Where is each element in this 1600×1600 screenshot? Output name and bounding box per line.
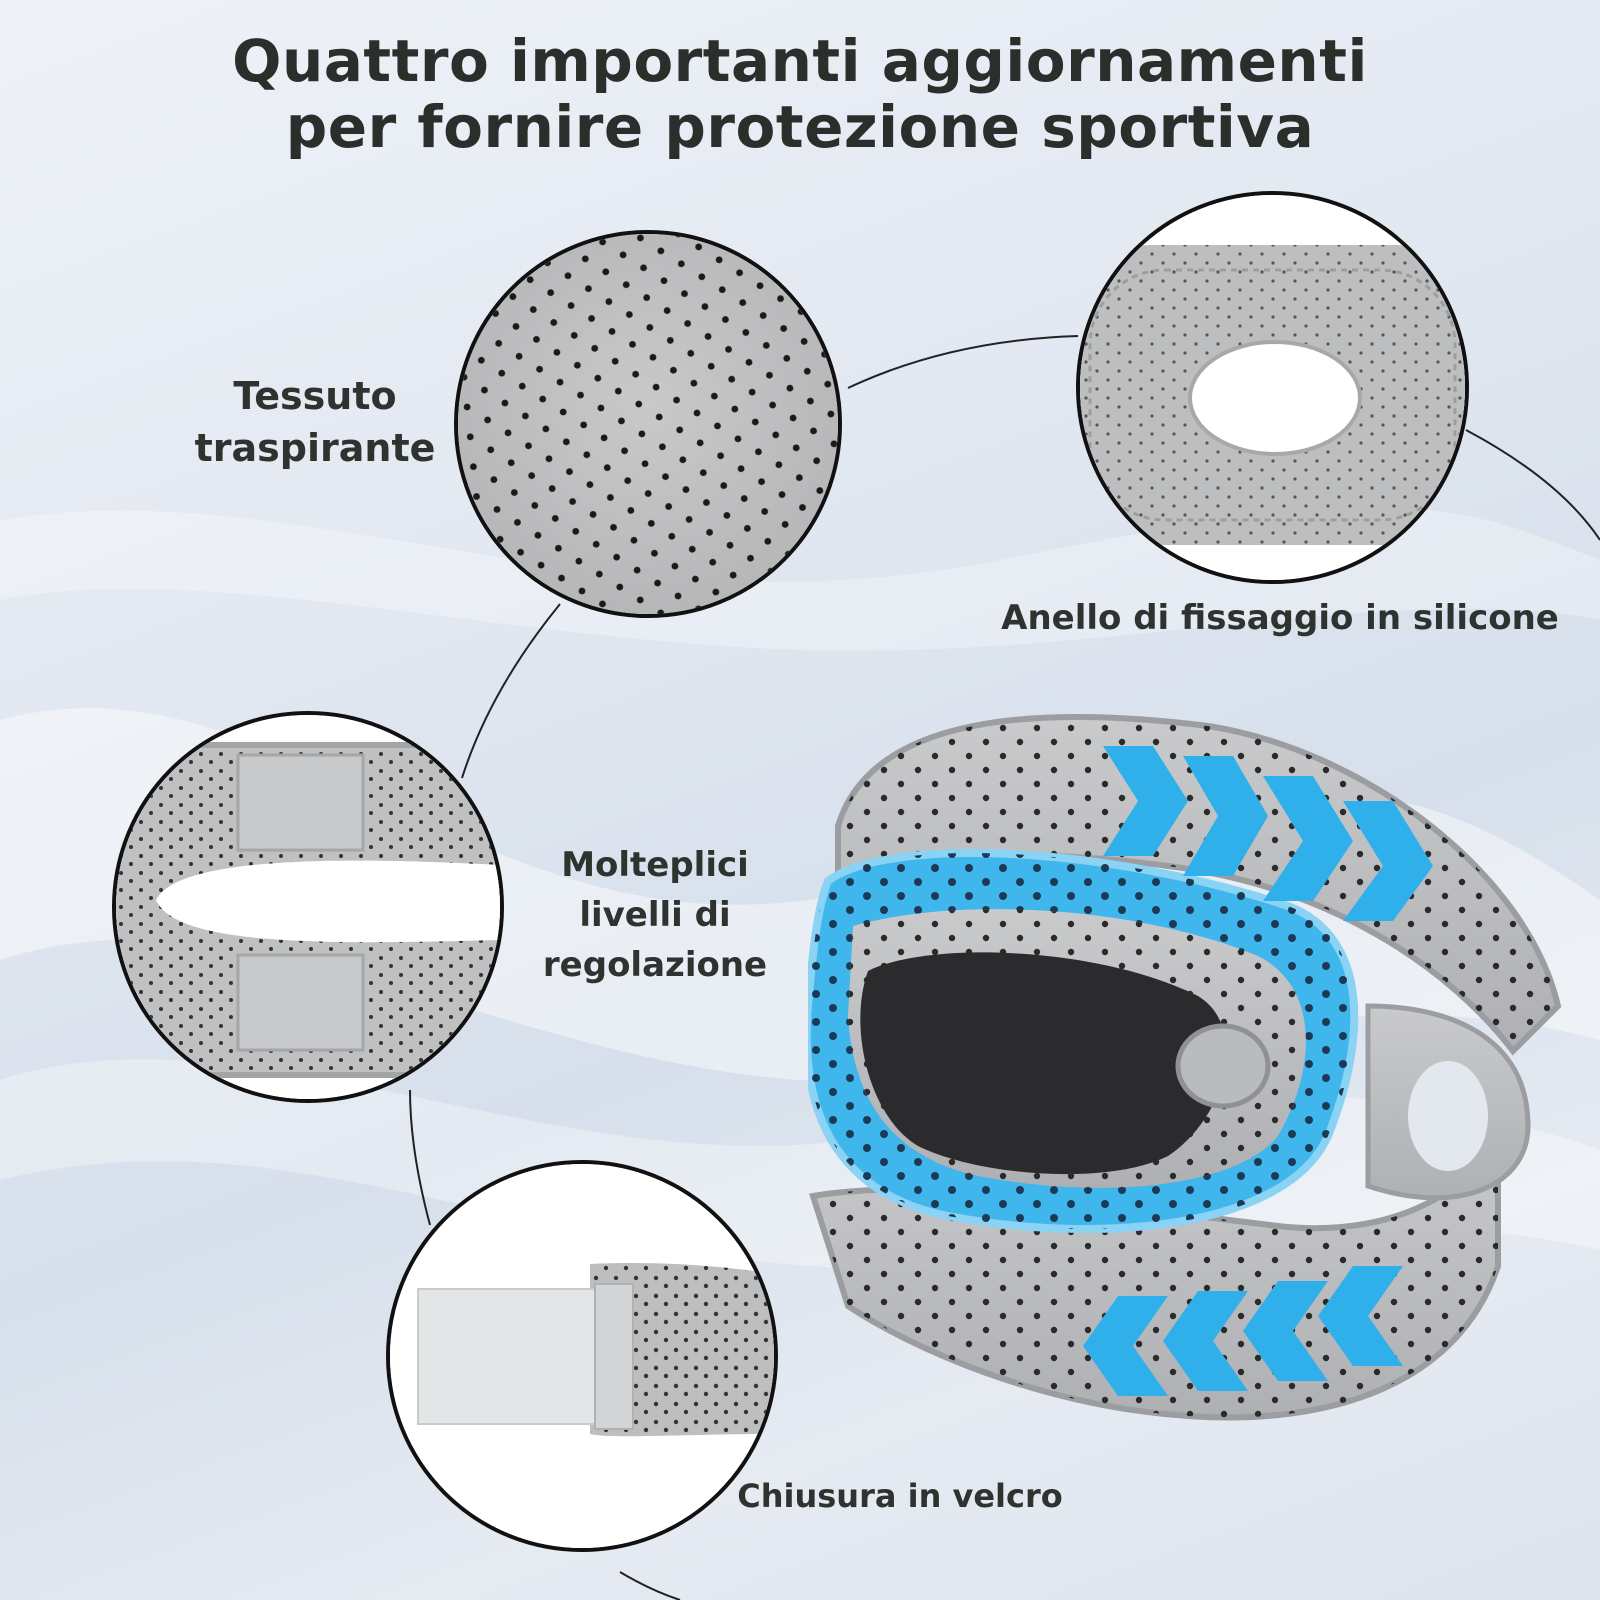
adjustment-levels-label-line-2: livelli di	[579, 895, 731, 935]
perforated-fabric-image	[458, 234, 838, 614]
silicone-ring-label: Anello di fissaggio in silicone	[1001, 598, 1559, 638]
knee-strap-product	[808, 706, 1568, 1466]
adjustment-strap-image	[116, 715, 500, 1099]
velcro-closure-detail	[386, 1160, 778, 1552]
title-line-1: Quattro importanti aggiornamenti	[232, 27, 1368, 95]
silicone-ring-image	[1080, 195, 1465, 580]
breathable-fabric-label-line-2: traspirante	[194, 426, 436, 470]
velcro-strap-image	[390, 1164, 774, 1548]
breathable-fabric-label-line-1: Tessuto	[233, 374, 397, 418]
adjustment-levels-detail	[112, 711, 504, 1103]
page-title: Quattro importanti aggiornamenti per for…	[0, 28, 1600, 160]
adjustment-levels-label-line-1: Molteplici	[561, 845, 749, 885]
breathable-fabric-label: Tessuto traspirante	[150, 370, 480, 474]
adjustment-levels-label: Molteplici livelli di regolazione	[520, 840, 790, 990]
silicone-ring-detail	[1076, 191, 1469, 584]
title-line-2: per fornire protezione sportiva	[285, 93, 1315, 161]
velcro-closure-label: Chiusura in velcro	[737, 1477, 1063, 1515]
knee-strap-image	[808, 713, 1562, 1421]
adjustment-levels-label-line-3: regolazione	[542, 945, 768, 985]
breathable-fabric-detail	[454, 230, 842, 618]
